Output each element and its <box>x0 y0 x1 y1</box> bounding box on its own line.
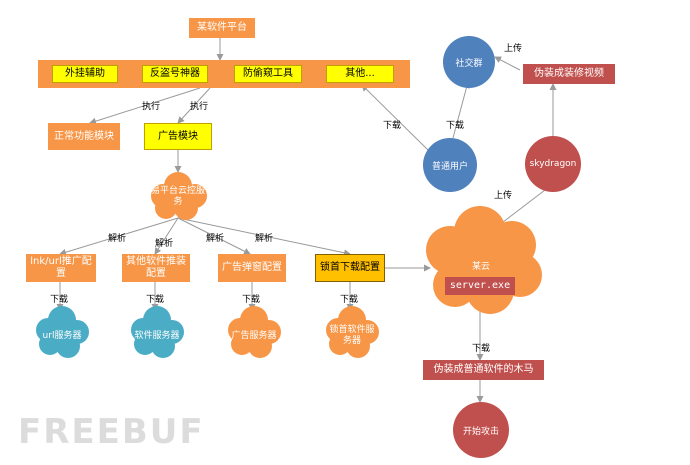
edge-label-parse-3: 解析 <box>206 234 225 244</box>
cloud-control-label: 易平台云控服务 <box>150 186 205 207</box>
software-server-label: 软件服务器 <box>134 330 180 341</box>
edge-label-download-6: 下载 <box>446 121 465 131</box>
cloud-big-title: 某云 <box>471 261 490 272</box>
edge-label-download-7: 下载 <box>472 344 491 354</box>
url-server-label: url服务器 <box>42 330 82 341</box>
edge-label-download-4: 下载 <box>340 295 359 305</box>
edge-label-parse-4: 解析 <box>255 234 274 244</box>
edge-label-execute-2: 执行 <box>190 102 209 112</box>
server-exe-box: server.exe <box>445 277 515 295</box>
config-lnk-url: lnk/url推广配置 <box>26 254 96 282</box>
social-group-node: 社交群 <box>443 36 495 88</box>
edge-label-download-5: 下载 <box>383 121 402 131</box>
cloud-control-shape <box>151 172 207 220</box>
edge-label-download-3: 下载 <box>242 295 261 305</box>
lock-server-shape <box>326 306 379 358</box>
software-server-shape <box>131 306 184 358</box>
config-ad-popup: 广告弹窗配置 <box>218 254 286 282</box>
toolbar-item-other: 其他... <box>326 65 394 83</box>
toolbar-item-cheat: 外挂辅助 <box>52 65 118 83</box>
config-software-push: 其他软件推装配置 <box>122 254 190 282</box>
config-lock-download: 锁首下载配置 <box>315 254 385 282</box>
edge-label-download-1: 下载 <box>50 295 69 305</box>
edge-label-parse-1: 解析 <box>108 234 127 244</box>
ad-module-box: 广告模块 <box>144 123 212 150</box>
platform-box: 某软件平台 <box>189 18 255 38</box>
edge-label-upload-2: 上传 <box>494 191 513 201</box>
attack-node: 开始攻击 <box>453 402 509 458</box>
user-node: 普通用户 <box>423 138 477 192</box>
ad-server-label: 广告服务器 <box>231 330 277 341</box>
attacker-node: skydragon <box>525 136 581 192</box>
trojan-box: 伪装成普通软件的木马 <box>423 360 544 380</box>
edge-label-download-2: 下载 <box>146 295 165 305</box>
url-server-shape <box>36 306 89 358</box>
fake-video-box: 伪装成装修视频 <box>523 64 615 84</box>
toolbar-item-anti-peep: 防偷窥工具 <box>234 65 302 83</box>
edge-label-parse-2: 解析 <box>155 239 174 249</box>
freebuf-watermark: FREEBUF <box>18 412 205 452</box>
ad-server-shape <box>228 306 281 358</box>
edge-label-upload-1: 上传 <box>504 44 523 54</box>
normal-module-box: 正常功能模块 <box>48 123 120 150</box>
lock-server-label: 锁首软件服务器 <box>329 325 375 346</box>
edge-label-execute-1: 执行 <box>142 102 161 112</box>
toolbar-item-anti-theft: 反盗号神器 <box>142 65 208 83</box>
